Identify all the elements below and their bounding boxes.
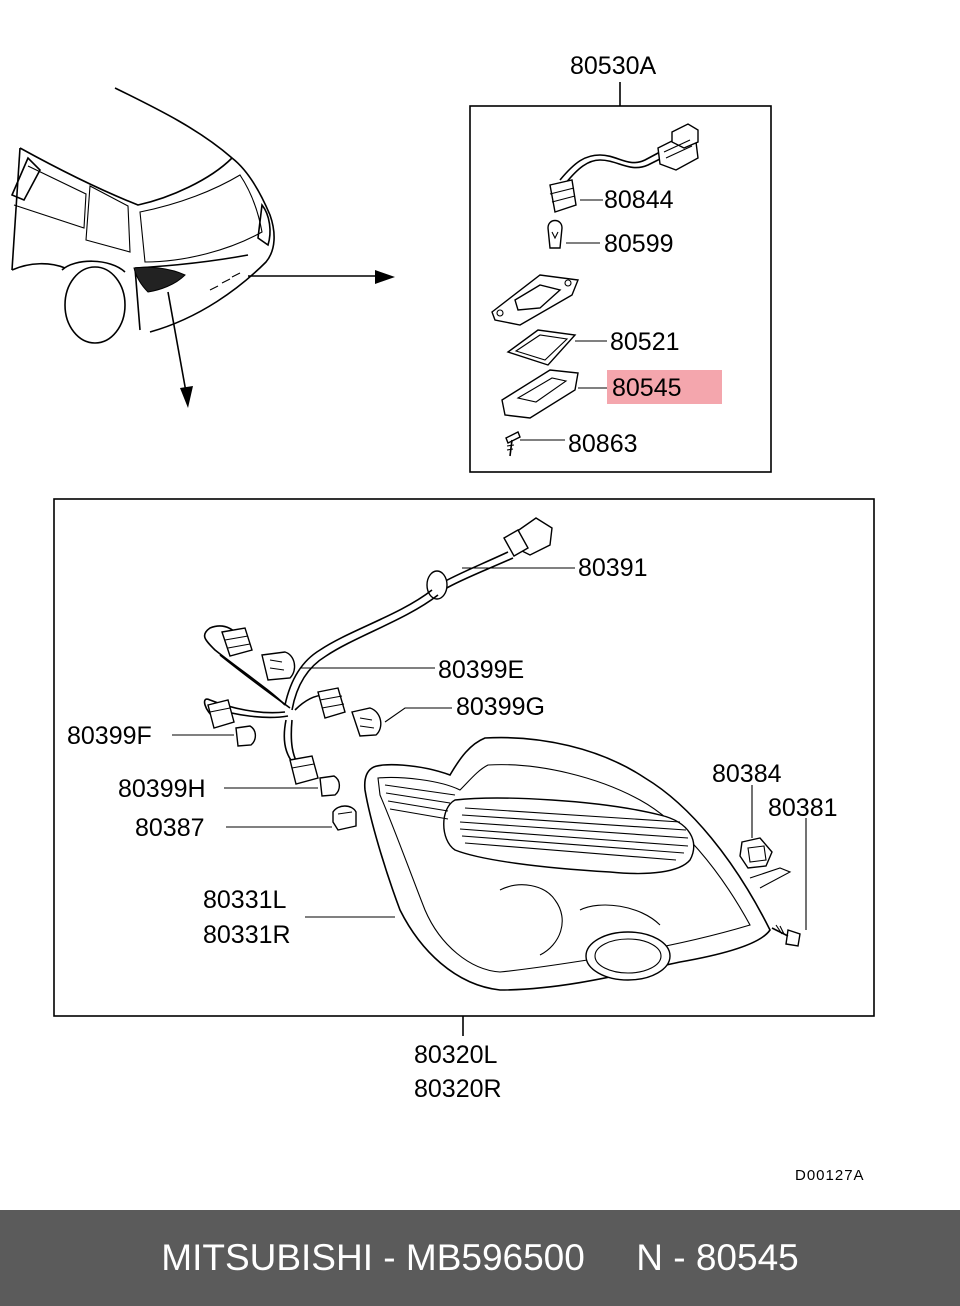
part-label-80399H: 80399H xyxy=(118,775,206,803)
part-label-80399E: 80399E xyxy=(438,656,524,684)
part-number-text: MITSUBISHI - MB596500 N - 80545 xyxy=(161,1237,799,1278)
highlight-80545 xyxy=(607,370,722,404)
part-number-footer: MITSUBISHI - MB596500 N - 80545 xyxy=(0,1210,960,1306)
part-label-80530A: 80530A xyxy=(570,52,657,80)
part-label-80320L: 80320L xyxy=(414,1041,498,1069)
part-label-80320R: 80320R xyxy=(414,1075,502,1103)
part-label-80391: 80391 xyxy=(578,554,648,582)
part-label-80599: 80599 xyxy=(604,230,674,258)
part-label-80331R: 80331R xyxy=(203,921,291,949)
part-label-80844: 80844 xyxy=(604,186,674,214)
part-label-80863: 80863 xyxy=(568,430,638,458)
diagram-code: D00127A xyxy=(795,1167,865,1184)
part-label-80521: 80521 xyxy=(610,328,680,356)
part-label-80331L: 80331L xyxy=(203,886,287,914)
part-label-80387: 80387 xyxy=(135,814,205,842)
part-label-80545: 80545 xyxy=(612,374,682,402)
vehicle-illustration xyxy=(10,87,395,408)
parts-diagram: 80530A 80844 80599 80521 80545 xyxy=(10,52,875,1184)
part-label-80384: 80384 xyxy=(712,760,782,788)
rear-lamp-box: 80391 80399E 80399G 80399F xyxy=(53,498,875,1017)
part-label-80399G: 80399G xyxy=(456,693,545,721)
license-lamp-box: 80530A 80844 80599 80521 80545 xyxy=(469,52,772,473)
part-label-80381: 80381 xyxy=(768,794,838,822)
part-label-80399F: 80399F xyxy=(67,722,152,750)
